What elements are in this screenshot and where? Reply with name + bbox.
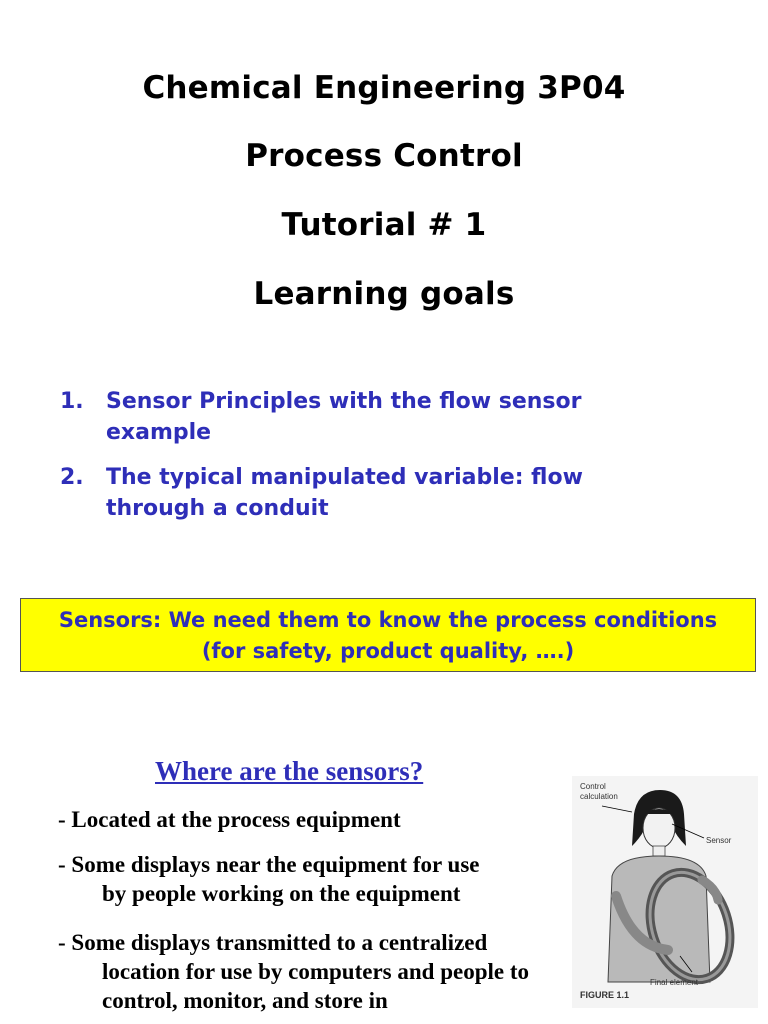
bullet-item: - Some displays transmitted to a central… [58, 928, 558, 1015]
figure-caption: FIGURE 1.1 [580, 990, 630, 1000]
goal-item-2: 2. The typical manipulated variable: flo… [60, 462, 660, 524]
sensors-callout-box: Sensors: We need them to know the proces… [20, 598, 756, 672]
title-course: Chemical Engineering 3P04 [142, 70, 626, 106]
bullet-continuation: location for use by computers and people… [102, 959, 529, 1013]
title-learning-goals: Learning goals [253, 276, 515, 312]
title-tutorial: Tutorial # 1 [281, 207, 487, 243]
goal-number: 1. [60, 389, 84, 414]
callout-line-2: (for safety, product quality, ….) [201, 639, 575, 663]
goal-number: 2. [60, 465, 84, 490]
goal-text: Sensor Principles with the flow sensor e… [106, 389, 582, 445]
figure-label-control: Control calculation [580, 782, 618, 801]
goal-text: The typical manipulated variable: flow t… [106, 465, 583, 521]
bullet-text: - Located at the process equipment [58, 807, 401, 832]
figure-label-sensor: Sensor [706, 836, 732, 845]
bullet-text: - Some displays near the equipment for u… [58, 852, 480, 877]
bullet-text: - Some displays transmitted to a central… [58, 930, 488, 955]
figure-label-final-element: Final element [650, 978, 699, 987]
bullet-item: - Located at the process equipment [58, 805, 558, 834]
callout-line-1: Sensors: We need them to know the proces… [58, 608, 718, 632]
driver-illustration [572, 776, 758, 1008]
bullet-continuation: by people working on the equipment [102, 881, 461, 906]
goal-item-1: 1. Sensor Principles with the flow senso… [60, 386, 660, 448]
sensors-heading: Where are the sensors? [155, 756, 424, 786]
title-subject: Process Control [245, 138, 523, 174]
bullet-item: - Some displays near the equipment for u… [58, 850, 558, 908]
figure-driver-illustration: Control calculation Sensor Final element… [572, 776, 758, 1008]
